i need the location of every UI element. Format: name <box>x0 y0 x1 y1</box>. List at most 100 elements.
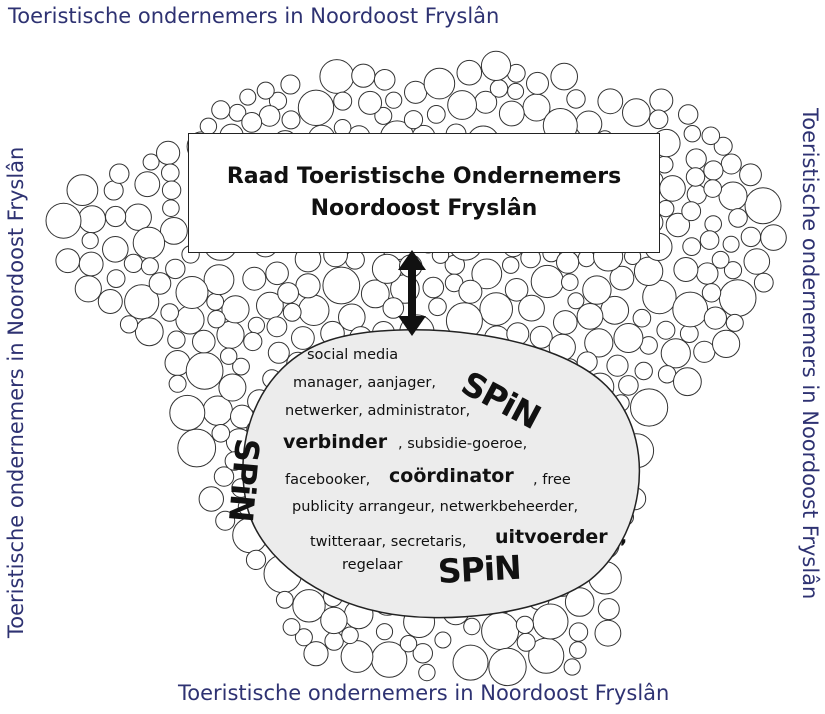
entrepreneur-bubble <box>203 264 235 296</box>
council-title-line2: Noordoost Fryslân <box>310 196 538 221</box>
role-regelaar: regelaar <box>342 557 403 573</box>
entrepreneur-bubble <box>423 67 456 100</box>
entrepreneur-bubble <box>426 105 446 124</box>
entrepreneur-bubble <box>479 292 514 326</box>
entrepreneur-bubble <box>106 269 126 289</box>
entrepreneur-bubble <box>281 110 301 130</box>
entrepreneur-bubble <box>703 306 728 330</box>
entrepreneur-bubble <box>723 261 743 280</box>
entrepreneur-bubble <box>622 98 651 127</box>
entrepreneur-bubble <box>243 331 263 352</box>
role-subsidie: , subsidie-goeroe, <box>398 436 528 452</box>
entrepreneur-bubble <box>685 167 706 187</box>
entrepreneur-bubble <box>456 59 483 86</box>
council-title-line1: Raad Toeristische Ondernemers <box>226 164 622 190</box>
entrepreneur-bubble <box>471 258 503 290</box>
entrepreneur-bubble <box>105 205 127 228</box>
entrepreneur-bubble <box>550 62 579 91</box>
entrepreneur-bubble <box>241 112 263 133</box>
entrepreneur-bubble <box>597 88 624 115</box>
entrepreneur-bubble <box>728 208 748 228</box>
entrepreneur-bubble <box>221 295 250 324</box>
entrepreneur-bubble <box>375 623 394 641</box>
entrepreneur-bubble <box>265 261 289 286</box>
spin-label-left: SPiN <box>220 436 267 523</box>
entrepreneur-bubble <box>382 297 405 319</box>
entrepreneur-bubble <box>211 100 231 120</box>
entrepreneur-bubble <box>242 266 267 291</box>
spin-label-bottom: SPiN <box>436 547 522 591</box>
entrepreneur-bubble <box>753 272 774 293</box>
role-free: , free <box>533 472 571 488</box>
role-social-media: social media <box>307 347 399 363</box>
entrepreneur-bubble <box>239 88 257 106</box>
entrepreneur-bubble <box>275 590 294 609</box>
entrepreneur-bubble <box>701 126 721 146</box>
entrepreneur-bubble <box>526 71 549 95</box>
entrepreneur-bubble <box>760 224 787 251</box>
entrepreneur-bubble <box>744 187 782 225</box>
entrepreneur-bubble <box>582 275 612 305</box>
entrepreneur-bubble <box>597 598 620 621</box>
entrepreneur-bubble <box>418 663 436 682</box>
entrepreneur-bubble <box>683 125 701 143</box>
role-netwerker: netwerker, administrator, <box>285 403 471 419</box>
entrepreneur-bubble <box>529 325 553 349</box>
entrepreneur-bubble <box>168 374 187 393</box>
entrepreneur-bubble <box>518 294 545 322</box>
edge-label-bottom: Toeristische ondernemers in Noordoost Fr… <box>178 681 670 705</box>
entrepreneur-bubble <box>97 289 123 314</box>
entrepreneur-bubble <box>428 297 447 317</box>
entrepreneur-bubble <box>699 230 720 250</box>
entrepreneur-bubble <box>665 212 691 238</box>
role-facebooker: facebooker, <box>285 472 371 488</box>
entrepreneur-bubble <box>701 283 722 303</box>
entrepreneur-bubble <box>303 641 329 667</box>
entrepreneur-bubble <box>488 647 527 687</box>
entrepreneur-bubble <box>256 81 275 100</box>
entrepreneur-bubble <box>515 615 535 635</box>
entrepreneur-bubble <box>119 315 139 334</box>
entrepreneur-bubble <box>45 202 82 239</box>
entrepreneur-bubble <box>502 256 520 274</box>
entrepreneur-bubble <box>165 258 186 280</box>
entrepreneur-bubble <box>576 303 604 330</box>
entrepreneur-bubble <box>673 257 699 282</box>
role-comma: , <box>620 526 628 548</box>
entrepreneur-bubble <box>140 257 159 276</box>
entrepreneur-bubble <box>648 109 669 130</box>
entrepreneur-bubble <box>294 628 313 647</box>
entrepreneur-bubble <box>207 310 226 329</box>
entrepreneur-bubble <box>277 282 300 304</box>
entrepreneur-bubble <box>78 251 104 277</box>
entrepreneur-bubble <box>333 91 353 111</box>
entrepreneur-bubble <box>109 163 130 184</box>
entrepreneur-bubble <box>480 50 512 82</box>
entrepreneur-bubble <box>266 316 288 338</box>
entrepreneur-bubble <box>282 302 302 322</box>
entrepreneur-bubble <box>81 232 99 250</box>
entrepreneur-bubble <box>160 217 188 245</box>
entrepreneur-bubble <box>434 631 452 649</box>
entrepreneur-bubble <box>678 104 699 125</box>
entrepreneur-bubble <box>632 308 652 328</box>
role-uitvoerder: uitvoerder <box>495 526 608 548</box>
entrepreneur-bubble <box>66 174 99 207</box>
entrepreneur-bubble <box>569 641 587 659</box>
entrepreneur-bubble <box>584 328 614 358</box>
entrepreneur-bubble <box>341 626 359 645</box>
entrepreneur-bubble <box>124 284 160 320</box>
entrepreneur-bubble <box>712 329 741 358</box>
entrepreneur-bubble <box>291 326 315 350</box>
entrepreneur-bubble <box>673 367 702 397</box>
entrepreneur-bubble <box>566 89 586 109</box>
entrepreneur-bubble <box>280 74 301 95</box>
entrepreneur-bubble <box>292 589 326 623</box>
role-coordinator: coördinator <box>389 465 514 487</box>
entrepreneur-bubble <box>160 303 179 322</box>
entrepreneur-bubble <box>568 622 589 642</box>
entrepreneur-bubble <box>385 91 403 109</box>
entrepreneur-bubble <box>169 394 206 431</box>
entrepreneur-bubble <box>232 357 250 376</box>
